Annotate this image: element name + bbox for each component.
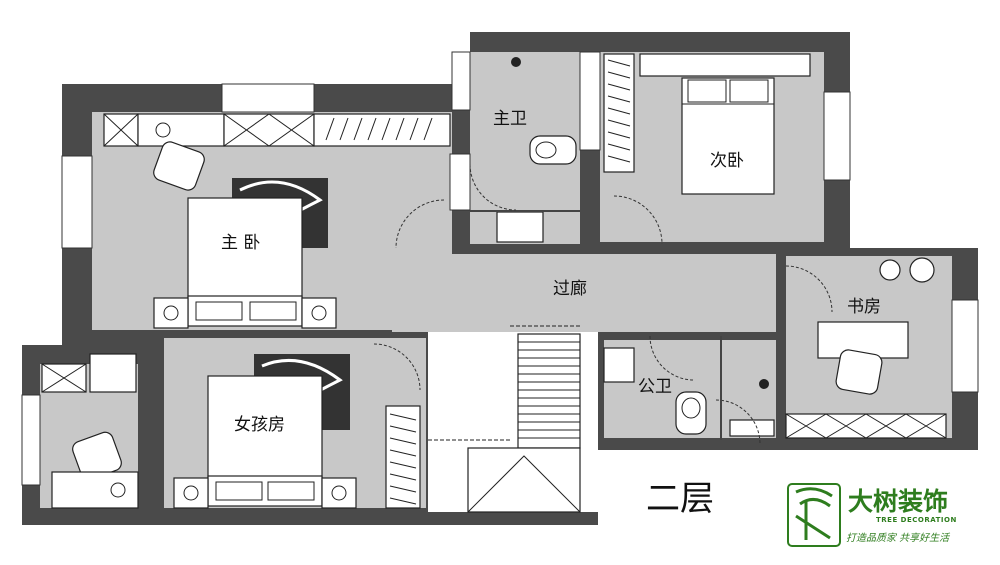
- vanity-desk: [137, 113, 225, 147]
- wash-basin: [496, 211, 544, 243]
- brand-subtitle: TREE DECORATION: [876, 516, 957, 524]
- girls-room-furniture: [173, 354, 421, 509]
- room-label-master-bedroom: 主 卧: [221, 233, 260, 253]
- toilet: [529, 135, 577, 165]
- windows: [21, 51, 979, 486]
- wardrobe-top: [639, 53, 811, 77]
- room-label-corridor: 过廊: [553, 279, 587, 299]
- public-shower-tray: [729, 419, 775, 437]
- brand-logo: 大树装饰 TREE DECORATION 打造品质家 共享好生活: [787, 483, 957, 547]
- room-label-public-bath: 公卫: [638, 377, 672, 397]
- window-second-bedroom: [823, 91, 851, 181]
- window-study: [951, 299, 979, 393]
- girls-nightstand-left: [173, 477, 209, 509]
- girls-wardrobe: [385, 405, 421, 509]
- master-bed: [187, 197, 303, 301]
- public-shower-head: [759, 379, 769, 389]
- bed-pillows: [187, 295, 303, 327]
- study-furniture: [785, 257, 947, 439]
- public-basin: [603, 347, 635, 383]
- stair-flight: [517, 333, 581, 449]
- corridor-doors: [373, 199, 445, 391]
- window-bath-right: [579, 51, 601, 151]
- girls-bed: [207, 375, 323, 481]
- brand-name: 大树装饰: [848, 487, 948, 516]
- master-bath-fixtures: [469, 57, 580, 243]
- window-top: [221, 83, 315, 113]
- room-label-girls-room: 女孩房: [234, 415, 285, 435]
- shower-head: [511, 57, 521, 67]
- corridor-floor: [392, 254, 776, 332]
- second-bedroom-furniture: [603, 53, 811, 245]
- study-chair: [835, 349, 883, 395]
- staircase: [428, 325, 581, 513]
- armchair: [153, 141, 205, 191]
- left-room-furniture: [41, 353, 139, 509]
- room-label-second-bedroom: 次卧: [710, 151, 744, 171]
- plant: [879, 259, 901, 281]
- girls-bed-pillows: [207, 475, 323, 507]
- wardrobe-side: [603, 53, 635, 173]
- girls-nightstand-right: [321, 477, 357, 509]
- room-label-master-bath: 主卫: [493, 109, 527, 129]
- room-label-study: 书房: [847, 297, 881, 317]
- second-bed: [681, 77, 775, 195]
- master-bedroom-furniture: [103, 113, 451, 329]
- tree-emblem-icon: [787, 483, 841, 547]
- left-desk: [51, 471, 139, 509]
- stair-landing: [467, 447, 581, 513]
- window-bath: [451, 51, 471, 111]
- room-labels: 主 卧 主卫 次卧 过廊 书房 女孩房 公卫: [221, 109, 881, 435]
- round-table: [909, 257, 935, 283]
- nightstand-left: [153, 297, 189, 329]
- floor-label: 二层: [646, 479, 714, 519]
- left-wardrobe: [89, 353, 137, 393]
- window-left: [61, 155, 93, 249]
- wardrobe-hangers: [313, 113, 451, 147]
- nightstand-right: [301, 297, 337, 329]
- brand-slogan: 打造品质家 共享好生活: [846, 532, 951, 544]
- public-bath-fixtures: [603, 335, 775, 445]
- window-inner: [449, 153, 471, 211]
- study-cabinet: [785, 413, 947, 439]
- wardrobe-crossed: [223, 113, 315, 147]
- window-left-room: [21, 394, 41, 486]
